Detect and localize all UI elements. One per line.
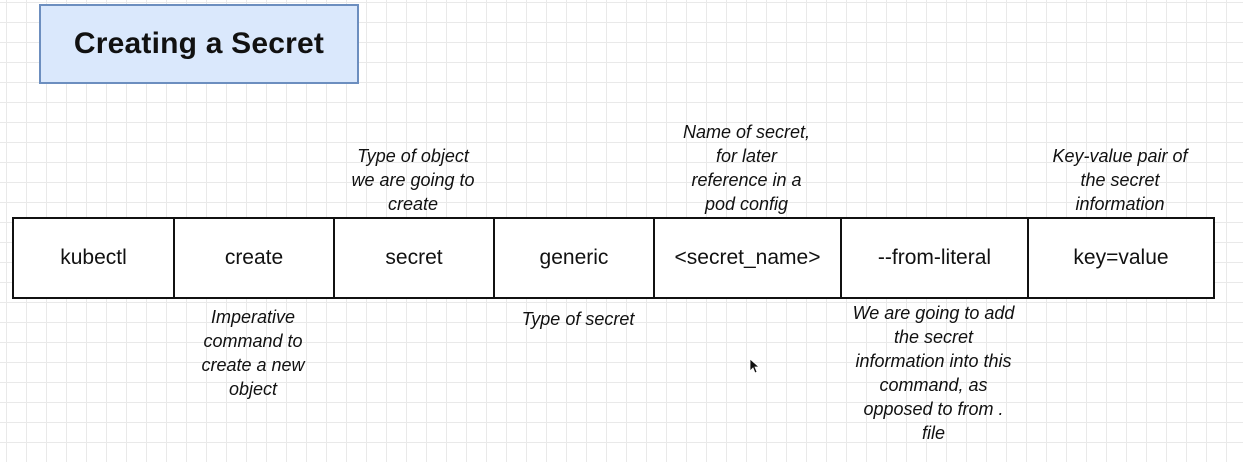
cmd-cell-secret-name: <secret_name> <box>655 219 842 297</box>
command-row: kubectl create secret generic <secret_na… <box>12 217 1215 299</box>
diagram-title: Creating a Secret <box>73 27 325 60</box>
cmd-cell-generic: generic <box>495 219 655 297</box>
note-from-literal: We are going to add the secret informati… <box>852 303 1015 443</box>
note-secret-name: Name of secret, for later reference in a… <box>682 122 811 214</box>
cmd-cell-key-value: key=value <box>1073 246 1169 269</box>
cmd-cell-create: create <box>175 219 335 297</box>
note-secret: Type of object we are going to create <box>351 146 475 214</box>
title-box: Creating a Secret <box>39 4 359 84</box>
note-key-value: Key-value pair of the secret information <box>1052 146 1188 214</box>
mouse-cursor-icon <box>749 358 759 374</box>
note-generic: Type of secret <box>521 309 635 329</box>
cmd-cell-from-literal: --from-literal <box>842 219 1029 297</box>
cmd-cell-secret: secret <box>335 219 495 297</box>
note-create: Imperative command to create a new objec… <box>201 307 305 399</box>
cmd-cell-kubectl: kubectl <box>14 219 175 297</box>
